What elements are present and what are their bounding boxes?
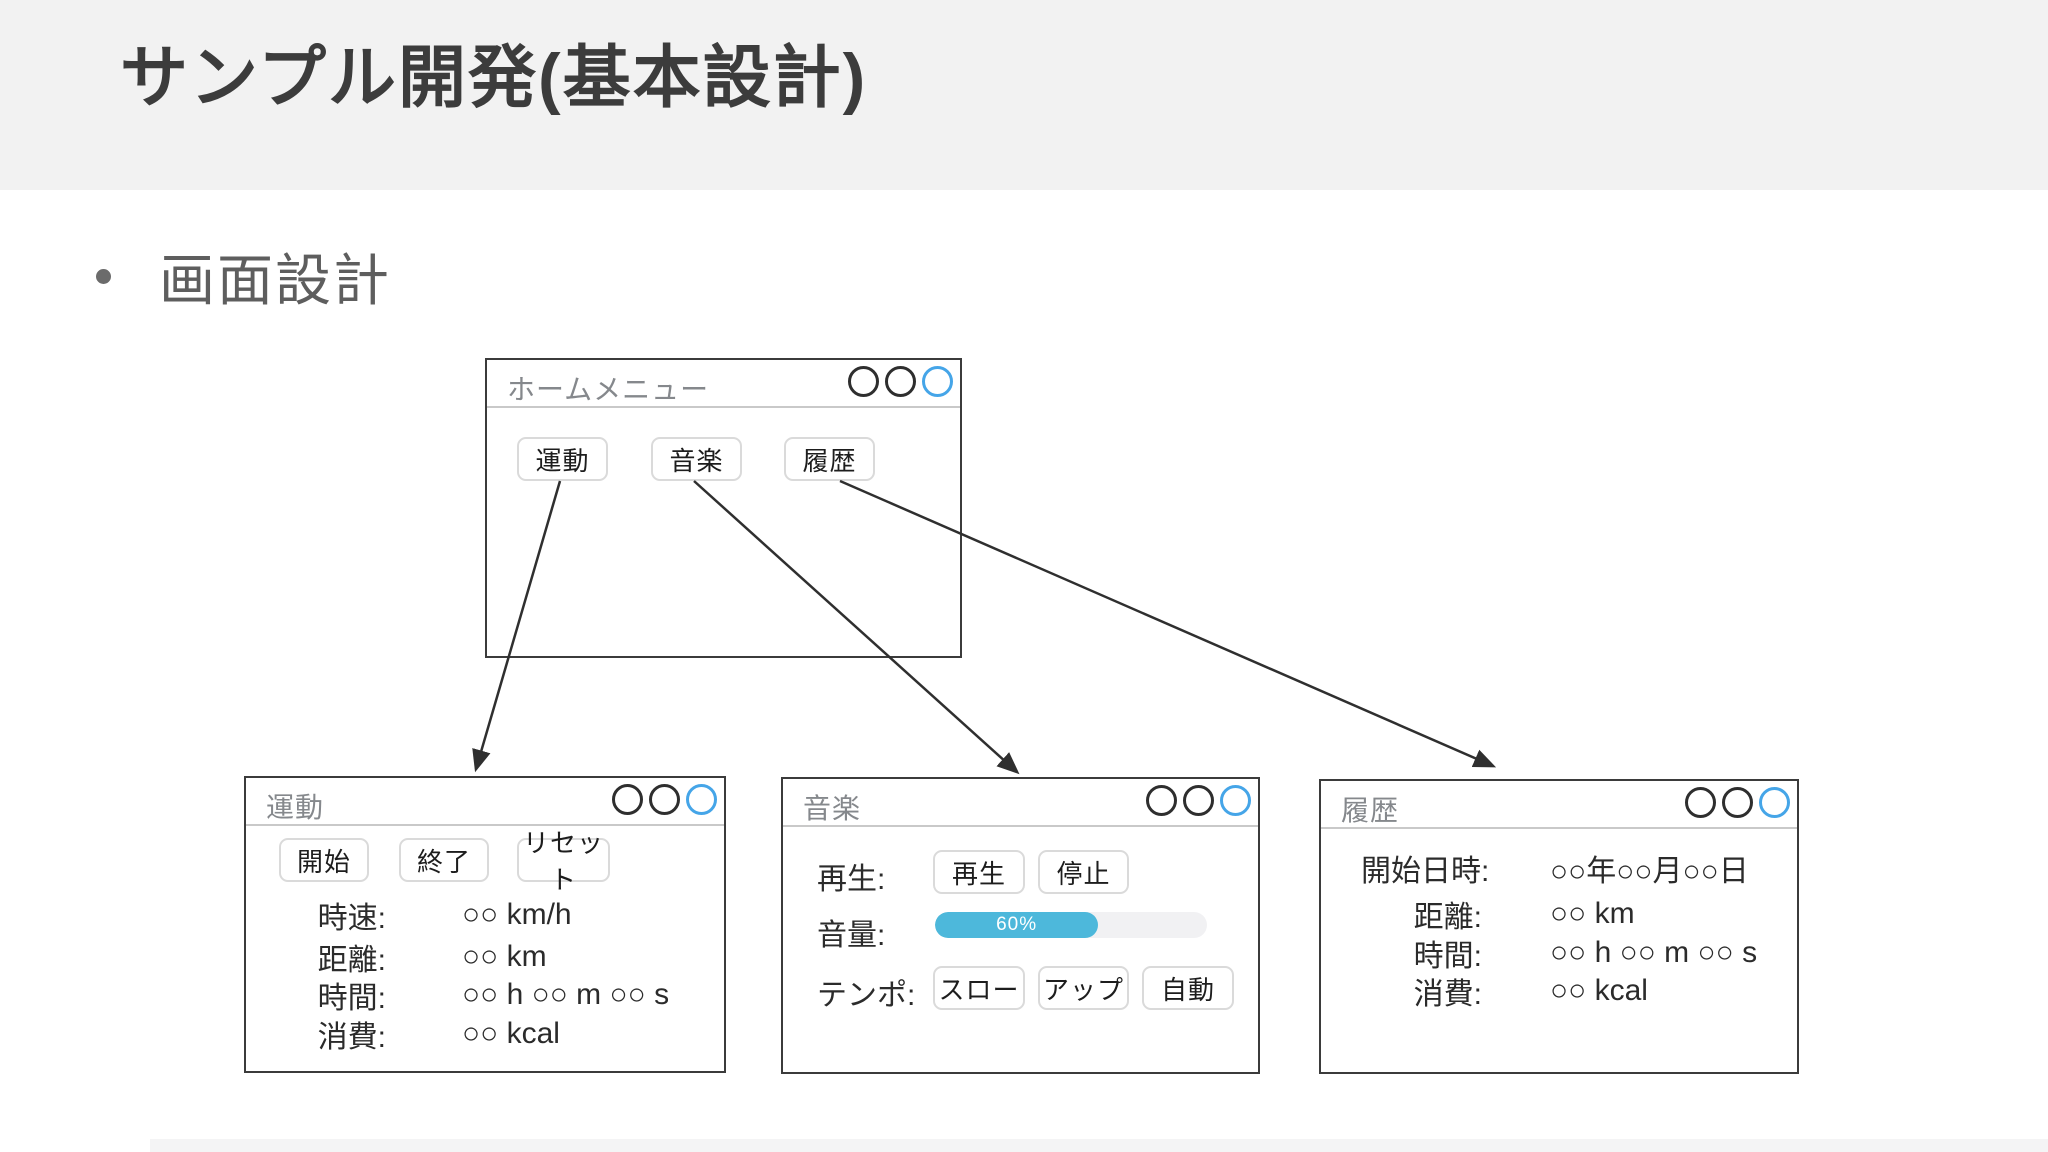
stat-label: 消費: xyxy=(317,1021,386,1054)
music-stop-button[interactable]: 停止 xyxy=(1038,850,1129,894)
tempo-auto-button[interactable]: 自動 xyxy=(1142,966,1234,1010)
tempo-row-label: テンポ: xyxy=(817,979,916,1012)
window-control-circle[interactable] xyxy=(1685,787,1716,818)
stat-row-speed: 時速: ○○ km/h xyxy=(286,897,712,935)
stat-row-distance: 距離: ○○ km xyxy=(1361,896,1785,934)
bullet-icon xyxy=(96,269,111,284)
volume-percent-label: 60% xyxy=(996,914,1038,935)
bullet-text: 画面設計 xyxy=(159,249,391,312)
stat-label: 消費: xyxy=(1413,978,1482,1011)
stat-value: ○○ kcal xyxy=(1550,974,1648,1007)
stat-label: 時間: xyxy=(317,982,386,1015)
music-window-title: 音楽 xyxy=(803,793,862,824)
music-window: 音楽 再生: 再生 停止 音量: 60% テンポ: スロー アップ 自動 xyxy=(781,777,1260,1074)
home-history-button[interactable]: 履歴 xyxy=(784,437,875,481)
stat-label: 距離: xyxy=(317,944,386,977)
stat-label: 開始日時: xyxy=(1361,855,1490,888)
exercise-start-button[interactable]: 開始 xyxy=(279,838,369,882)
window-controls xyxy=(1146,785,1251,816)
home-window-titlebar: ホームメニュー xyxy=(487,360,960,408)
tempo-up-button[interactable]: アップ xyxy=(1038,966,1129,1010)
home-window-title: ホームメニュー xyxy=(507,374,710,405)
stat-value: ○○ h ○○ m ○○ s xyxy=(462,978,670,1011)
volume-progress-fill: 60% xyxy=(935,912,1099,938)
window-controls xyxy=(612,784,717,815)
volume-progress-bar[interactable]: 60% xyxy=(935,912,1207,938)
window-control-circle-active[interactable] xyxy=(922,366,953,397)
stat-value: ○○ kcal xyxy=(462,1017,560,1050)
window-controls xyxy=(848,366,953,397)
stat-row-calories: 消費: ○○ kcal xyxy=(1361,973,1785,1011)
tempo-slow-button[interactable]: スロー xyxy=(933,966,1025,1010)
window-control-circle-active[interactable] xyxy=(686,784,717,815)
history-window: 履歴 開始日時: ○○年○○月○○日 距離: ○○ km 時間: ○○ h ○○… xyxy=(1319,779,1799,1074)
slide-header: サンプル開発(基本設計) xyxy=(0,0,2048,190)
window-control-circle[interactable] xyxy=(885,366,916,397)
stat-label: 時間: xyxy=(1413,940,1482,973)
stat-row-distance: 距離: ○○ km xyxy=(286,939,712,977)
music-window-titlebar: 音楽 xyxy=(783,779,1258,827)
window-control-circle[interactable] xyxy=(612,784,643,815)
window-control-circle-active[interactable] xyxy=(1220,785,1251,816)
exercise-window-title: 運動 xyxy=(266,792,325,823)
slide-title: サンプル開発(基本設計) xyxy=(120,40,868,116)
home-music-button[interactable]: 音楽 xyxy=(651,437,742,481)
stat-value: ○○ km xyxy=(462,940,547,973)
stat-row-time: 時間: ○○ h ○○ m ○○ s xyxy=(1361,935,1785,973)
history-window-title: 履歴 xyxy=(1341,795,1400,826)
exercise-window: 運動 開始 終了 リセット 時速: ○○ km/h 距離: ○○ km 時間: … xyxy=(244,776,726,1073)
exercise-end-button[interactable]: 終了 xyxy=(399,838,489,882)
stat-label: 時速: xyxy=(317,902,386,935)
stat-label: 距離: xyxy=(1413,901,1482,934)
stat-row-start-datetime: 開始日時: ○○年○○月○○日 xyxy=(1361,850,1785,888)
window-control-circle[interactable] xyxy=(1146,785,1177,816)
volume-row-label: 音量: xyxy=(817,919,886,952)
stat-value: ○○ h ○○ m ○○ s xyxy=(1550,936,1758,969)
exercise-window-titlebar: 運動 xyxy=(246,778,724,826)
home-menu-window: ホームメニュー 運動 音楽 履歴 xyxy=(485,358,962,658)
window-control-circle-active[interactable] xyxy=(1759,787,1790,818)
music-play-button[interactable]: 再生 xyxy=(933,850,1025,894)
window-controls xyxy=(1685,787,1790,818)
stat-value: ○○ km xyxy=(1550,897,1635,930)
home-exercise-button[interactable]: 運動 xyxy=(517,437,608,481)
stat-row-calories: 消費: ○○ kcal xyxy=(286,1016,712,1054)
window-control-circle[interactable] xyxy=(848,366,879,397)
stat-value: ○○年○○月○○日 xyxy=(1550,855,1749,888)
history-window-titlebar: 履歴 xyxy=(1321,781,1797,829)
stat-value: ○○ km/h xyxy=(462,898,572,931)
bottom-edge-strip xyxy=(150,1139,2048,1152)
window-control-circle[interactable] xyxy=(1722,787,1753,818)
window-control-circle[interactable] xyxy=(649,784,680,815)
window-control-circle[interactable] xyxy=(1183,785,1214,816)
bullet-item: 画面設計 xyxy=(96,236,391,317)
stat-row-time: 時間: ○○ h ○○ m ○○ s xyxy=(286,977,712,1015)
exercise-reset-button[interactable]: リセット xyxy=(517,828,610,895)
play-row-label: 再生: xyxy=(817,863,886,896)
